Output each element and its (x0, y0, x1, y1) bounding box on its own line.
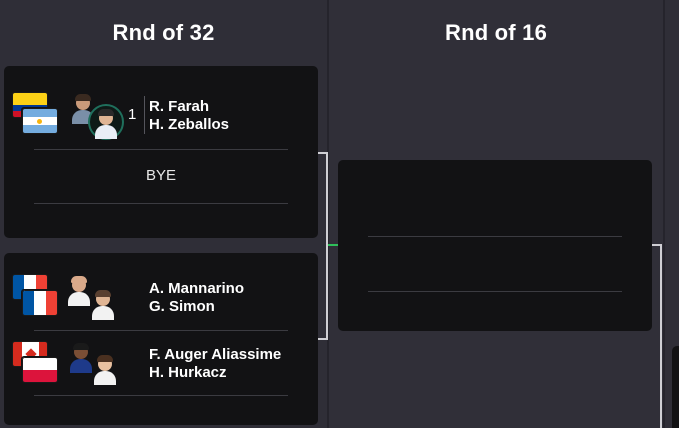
player-avatar (90, 290, 116, 320)
seed-badge (88, 104, 124, 140)
player-avatar (92, 355, 118, 385)
team-separator (34, 395, 288, 396)
match-card[interactable]: A. Mannarino G. Simon F. Auger Aliassime… (4, 253, 318, 425)
player-avatar (68, 343, 94, 373)
poland-flag-icon (22, 357, 58, 383)
player-name: H. Hurkacz (149, 364, 227, 381)
player-avatar (66, 276, 92, 306)
round-title: Rnd of 16 (444, 20, 548, 45)
player-name: G. Simon (149, 298, 215, 315)
bracket-connector (652, 244, 662, 246)
player-name: F. Auger Aliassime (149, 346, 282, 363)
divider (144, 96, 145, 134)
match-card-partial[interactable] (672, 346, 679, 428)
column-divider (327, 0, 329, 428)
match-card[interactable]: 1 R. Farah H. Zeballos BYE (4, 66, 318, 238)
bracket-connector (660, 244, 662, 428)
france-flag-icon (22, 290, 58, 316)
player-avatar (93, 109, 119, 139)
bracket-connector (318, 338, 328, 340)
player-name: A. Mannarino (149, 280, 245, 297)
argentina-flag-icon (22, 108, 58, 134)
team-separator (34, 330, 288, 331)
seed-number: 1 (128, 106, 137, 123)
round-title: Rnd of 32 (112, 20, 215, 45)
bye-label: BYE (145, 167, 176, 184)
team-separator (368, 236, 622, 237)
team-row[interactable]: F. Auger Aliassime H. Hurkacz (4, 341, 318, 421)
team-separator (34, 203, 288, 204)
team-row[interactable]: 1 R. Farah H. Zeballos (4, 92, 318, 172)
bracket-connector-advance (328, 244, 338, 246)
bracket-connector (318, 152, 328, 154)
team-separator (368, 291, 622, 292)
column-divider (663, 0, 665, 428)
player-name: R. Farah (149, 98, 210, 115)
team-row[interactable]: A. Mannarino G. Simon (4, 274, 318, 354)
bracket-connector (326, 152, 328, 340)
round-column-next (665, 0, 679, 428)
team-separator (34, 149, 288, 150)
match-card[interactable] (338, 160, 652, 331)
player-name: H. Zeballos (149, 116, 230, 133)
